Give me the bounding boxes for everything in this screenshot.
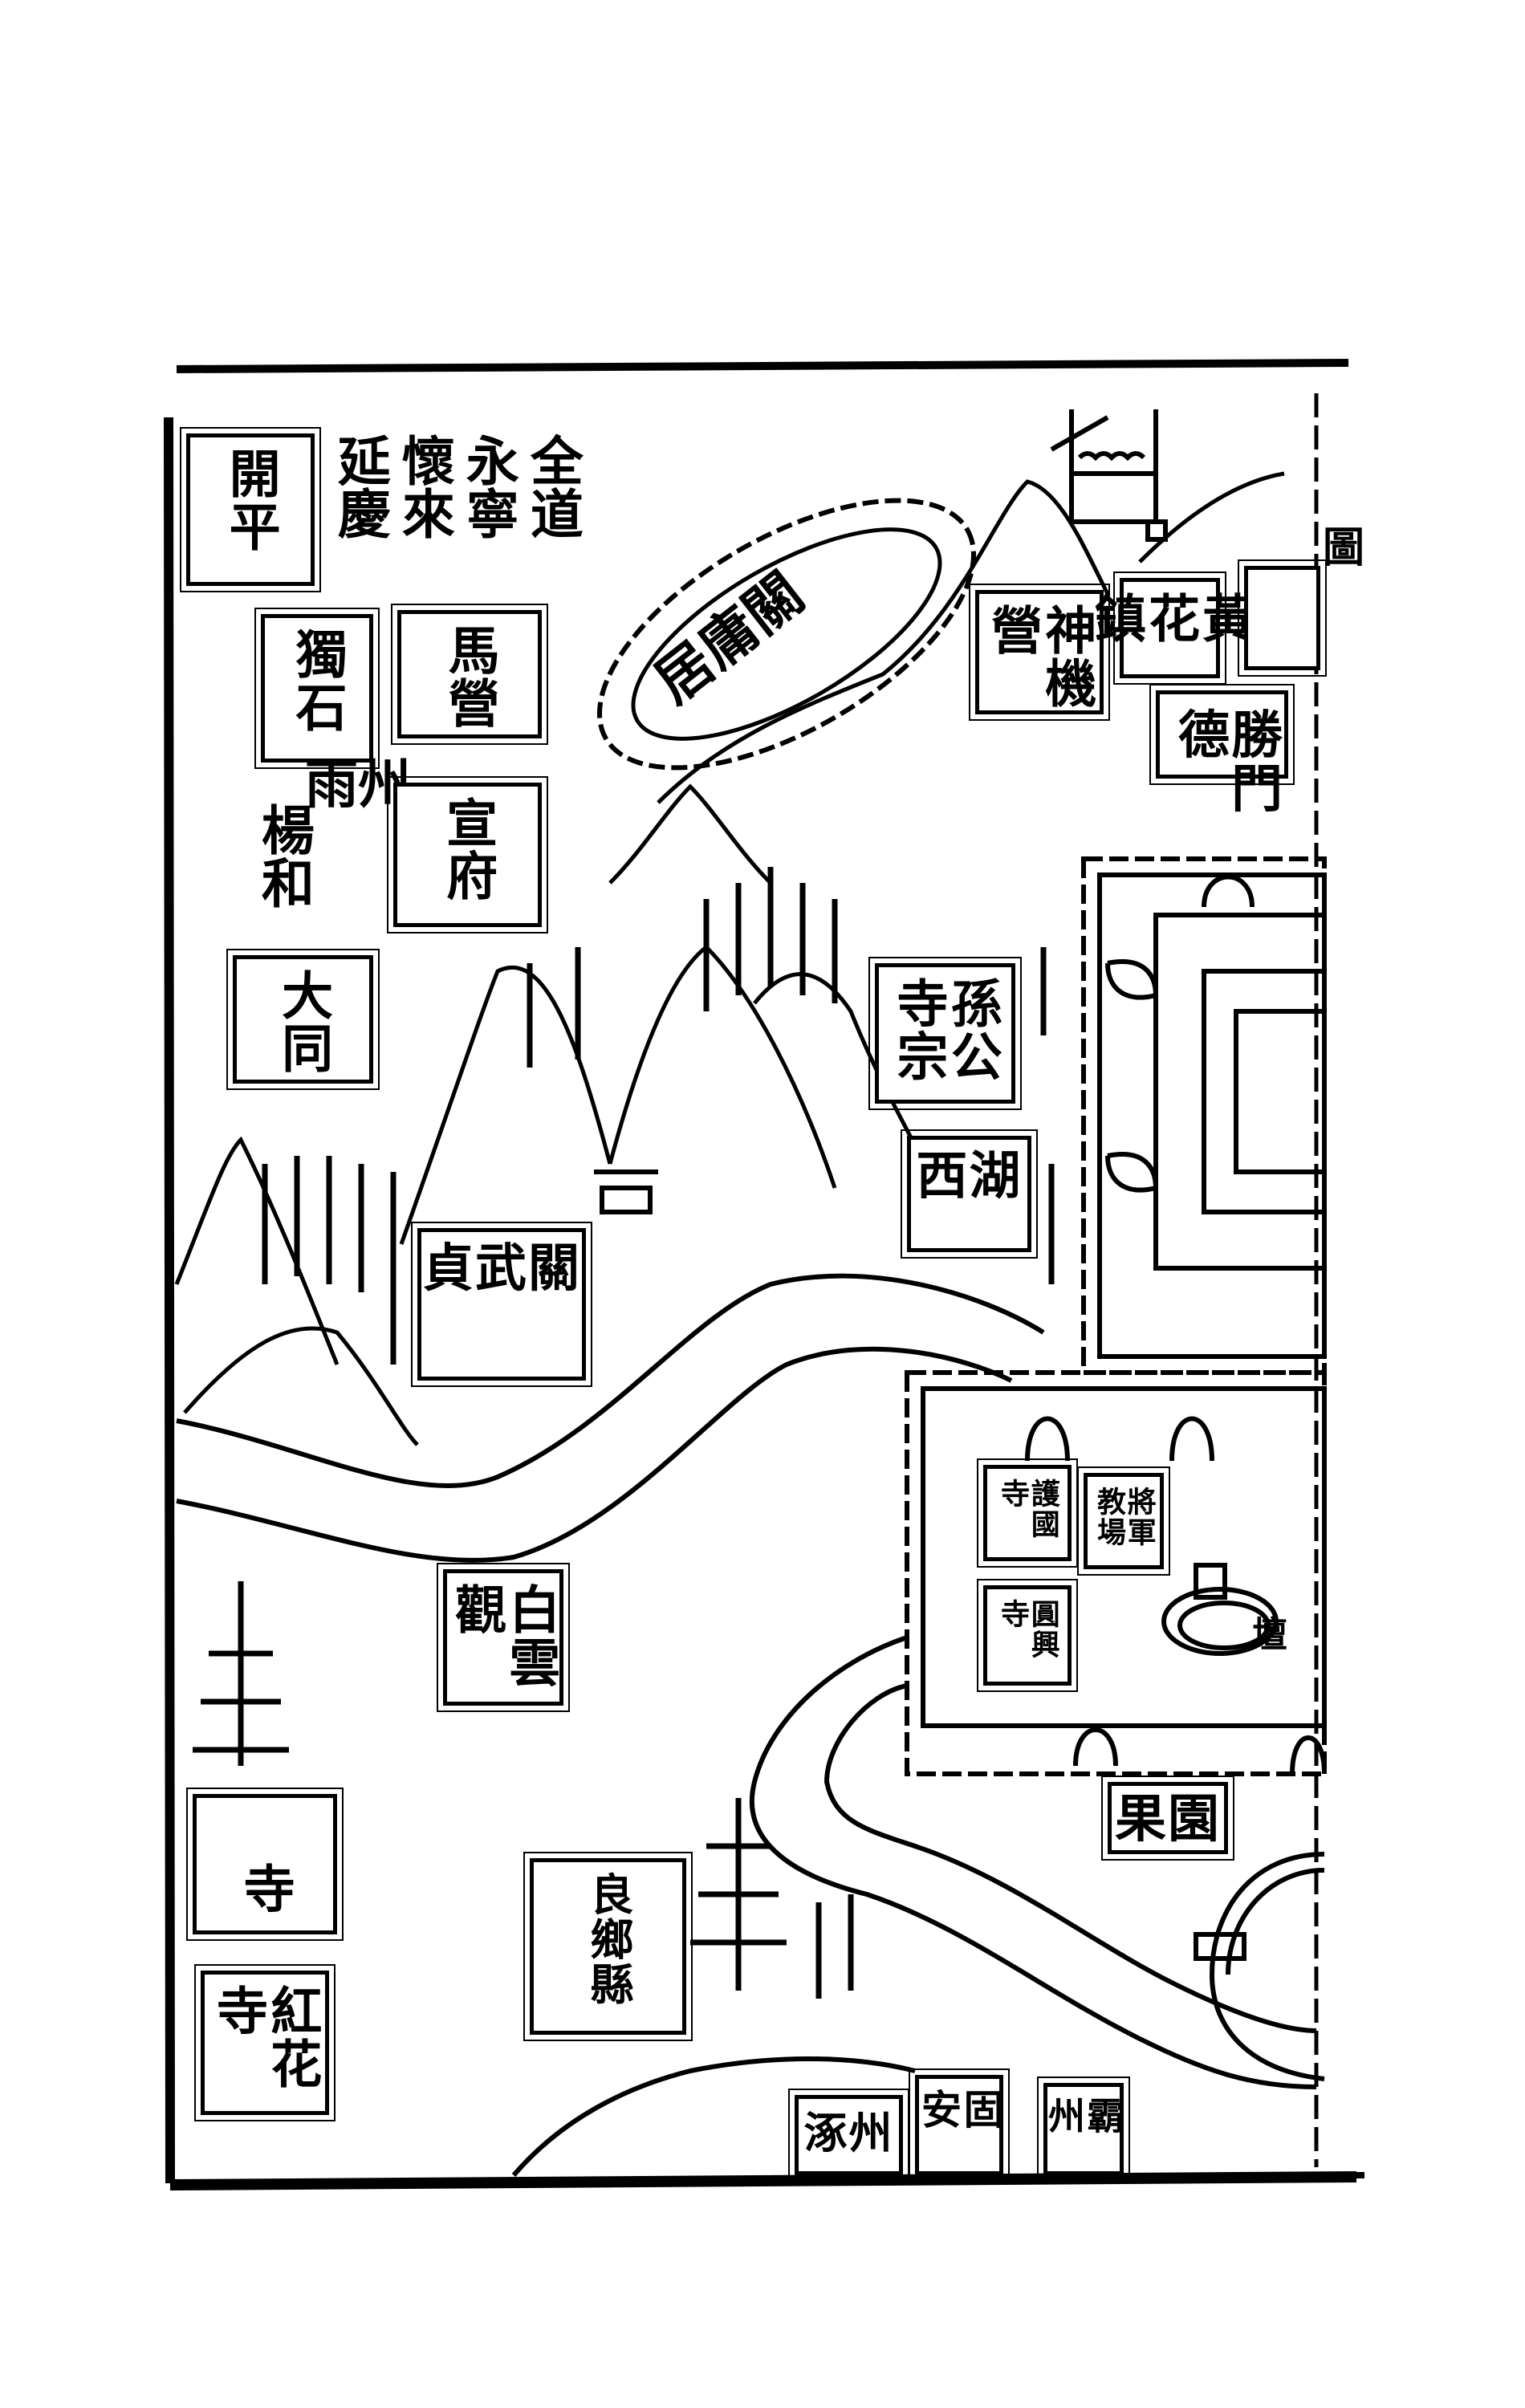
pavilion bbox=[594, 1169, 658, 1214]
label-honghuasi: 紅花寺 bbox=[194, 1964, 336, 2121]
label-zhenwuguan-text: 貞武關 bbox=[422, 1239, 581, 1299]
label-empty-box bbox=[1238, 559, 1327, 677]
city-wall-south bbox=[905, 1370, 1327, 1776]
label-zhenwuguan: 貞武關 bbox=[411, 1222, 592, 1387]
label-shenjiying: 神機營 bbox=[969, 584, 1110, 721]
label-sungongsi-text: 孫公寺宗 bbox=[888, 977, 1002, 1083]
label-guoyuan: 果園 bbox=[1101, 1775, 1234, 1861]
label-si-fragment: 寺 bbox=[186, 1788, 344, 1941]
label-kaiping-text: 開平 bbox=[220, 447, 281, 553]
route-text-quandao: 全道 bbox=[521, 433, 584, 539]
label-huanghuazhen-text: 黃花鎮 bbox=[1085, 592, 1255, 645]
label-kaiping: 開平 bbox=[180, 427, 321, 592]
label-sungongsi: 孫公寺宗 bbox=[868, 957, 1022, 1110]
label-yanghe: 楊和 bbox=[252, 803, 315, 909]
label-baiyunguan: 白雲觀 bbox=[437, 1563, 570, 1712]
label-xuanfu-text: 宣府 bbox=[437, 796, 498, 902]
label-zhuozhou: 涿州 bbox=[788, 2089, 909, 2182]
city-wall-north bbox=[1081, 856, 1327, 1375]
label-huguosi: 護國寺 bbox=[977, 1458, 1078, 1568]
label-guan: 固安 bbox=[909, 2068, 1010, 2182]
label-xihu-text: 西湖 bbox=[916, 1146, 1023, 1206]
label-datong: 大同 bbox=[226, 949, 380, 1090]
label-jiangjun-text: 將軍教場 bbox=[1092, 1487, 1157, 1548]
label-zhuozhou-text: 涿州 bbox=[803, 2107, 894, 2158]
label-maying: 馬營 bbox=[391, 604, 548, 745]
label-xihu: 西湖 bbox=[901, 1129, 1038, 1259]
label-xuanfu: 宣府 bbox=[387, 776, 548, 934]
river bbox=[176, 1273, 1317, 2177]
juyong-pass-oval bbox=[596, 498, 977, 771]
label-liangxiangxian-text: 良鄉縣 bbox=[582, 1872, 634, 2007]
label-bazhou: 霸州 bbox=[1037, 2076, 1130, 2182]
margin-title-fragment: 圖 bbox=[1323, 523, 1365, 572]
label-datong-text: 大同 bbox=[273, 969, 334, 1075]
label-honghuasi-text: 紅花寺 bbox=[208, 1984, 323, 2090]
route-text-yanqing: 延慶 bbox=[328, 433, 392, 539]
route-text-yongning: 永寧 bbox=[457, 433, 520, 539]
route-text-huailai: 懷來 bbox=[392, 433, 456, 539]
fortress-gate bbox=[1050, 409, 1168, 542]
label-deshengmen-text: 德勝門 bbox=[1178, 706, 1284, 820]
label-huanghuazhen: 黃花鎮 bbox=[1086, 571, 1254, 685]
label-bazhou-text: 霸州 bbox=[1043, 2097, 1125, 2135]
label-liangxiangxian: 良鄉縣 bbox=[523, 1852, 693, 2041]
label-baiyunguan-text: 白雲觀 bbox=[446, 1583, 561, 1689]
label-guoyuan-text: 果園 bbox=[1115, 1789, 1221, 1849]
label-jiangjun: 將軍教場 bbox=[1077, 1466, 1170, 1576]
south-city bbox=[1194, 1852, 1325, 2081]
label-si-fragment-text: 寺 bbox=[234, 1862, 295, 1915]
label-maying-text: 馬營 bbox=[439, 624, 500, 730]
label-deshengmen: 德勝門 bbox=[1149, 684, 1295, 816]
label-dushi: 獨石 bbox=[254, 608, 380, 769]
mountain-range bbox=[174, 471, 1285, 1446]
label-huguosi-text: 護國寺 bbox=[996, 1479, 1060, 1540]
label-guan-text: 固安 bbox=[915, 2089, 1005, 2130]
label-yuanxingsi-text: 圓興寺 bbox=[996, 1599, 1060, 1660]
label-altar: 壇 bbox=[1252, 1614, 1287, 1655]
pine-trees bbox=[193, 867, 1055, 1999]
label-yuanxingsi: 圓興寺 bbox=[977, 1579, 1078, 1692]
label-dushi-text: 獨石 bbox=[287, 628, 348, 734]
label-shenjiying-text: 神機營 bbox=[982, 604, 1097, 710]
